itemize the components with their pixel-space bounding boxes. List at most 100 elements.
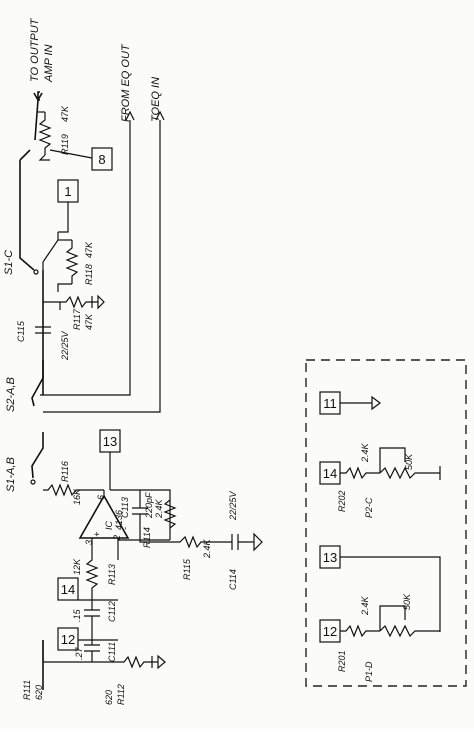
label-s1ab: S1-A,B (5, 457, 17, 492)
label-s1c: S1-C (3, 250, 15, 275)
wiper-p1d (379, 605, 406, 631)
op-amp-ic (78, 494, 130, 539)
switch-s1c (19, 240, 35, 271)
label-ic-sub: 4136 (114, 510, 124, 530)
wire-ic-inputs (91, 538, 119, 560)
label-p2c: P2-C (364, 497, 374, 518)
wire-from-eq-out (40, 120, 131, 396)
wire-to-eq-in (43, 120, 161, 413)
label-c113: C113 (120, 497, 130, 518)
label-c115: C115 (16, 320, 26, 342)
resistor-r201 (340, 624, 380, 638)
label-pin3: 3 (84, 540, 94, 545)
box-12-label: 12 (61, 632, 75, 647)
capacitor-c114 (231, 534, 239, 550)
label-c111-val: .27 (74, 646, 84, 660)
box-14-label: 14 (61, 582, 75, 597)
label-p1d: P1-D (364, 661, 374, 682)
resistor-r202 (340, 466, 380, 480)
label-r117: R117 (72, 308, 82, 330)
resistor-r112 (118, 655, 152, 669)
connector-box-12 (57, 627, 79, 651)
box-13-label: 13 (103, 434, 117, 449)
wire-out-head (37, 91, 40, 100)
wire-r117 (43, 301, 61, 310)
label-pin2: 2 (112, 535, 122, 541)
label-r113-val: 12K (72, 558, 82, 575)
potentiometer-p1d (379, 624, 440, 638)
label-c114: C114 (228, 569, 238, 590)
label-r118: R118 (84, 264, 94, 285)
label-c112: C112 (107, 601, 117, 622)
label-r111-val: 620 (34, 685, 44, 700)
label-r113: R113 (107, 564, 117, 585)
box-11-label: 11 (323, 396, 337, 411)
switch-arm-top (19, 149, 31, 161)
label-r116-val: 16K (72, 488, 82, 505)
ground-r112 (151, 654, 166, 670)
box-14-right-label: 14 (323, 466, 337, 481)
arrow-from-eq-out (125, 110, 135, 121)
wire-box-1 (58, 202, 69, 233)
arrow-to-eq-in (155, 110, 165, 121)
switch-s1c-contact (33, 269, 39, 275)
label-r112-val: 620 (104, 690, 114, 705)
wire-s1c-r118 (42, 232, 59, 270)
label-r116: R116 (60, 461, 70, 482)
label-r118-val: 47K (84, 241, 94, 258)
ground-r119 (38, 154, 50, 161)
resistor-r119 (38, 112, 52, 155)
connector-box-8 (91, 147, 113, 171)
connector-box-14 (57, 577, 79, 601)
wire-r111 (42, 640, 118, 663)
wire-r118-bottom (57, 283, 72, 292)
box-12-right-label: 12 (323, 624, 337, 639)
capacitor-c113 (132, 490, 148, 540)
wire-out (34, 99, 40, 141)
label-r115: R115 (182, 558, 192, 580)
switch-s1ab-contact (30, 479, 36, 485)
label-r114: R114 (142, 527, 152, 548)
box-8-label: 8 (98, 152, 105, 167)
label-s2ab: S2-A,B (5, 377, 17, 412)
label-c115-val: 22/25V (60, 330, 70, 361)
label-pin6: 6 (96, 495, 106, 500)
ground-r117 (91, 294, 105, 310)
potentiometer-p2c (379, 466, 440, 480)
wire-box-13-right (340, 556, 441, 632)
switch-s2ab (31, 360, 44, 407)
switch-s1ab (31, 432, 44, 479)
label-pin-plus: + (92, 532, 102, 537)
label-c114-val: 22/25V (228, 490, 238, 521)
label-c113-val: 220pF (144, 492, 154, 519)
label-r112: R112 (116, 684, 126, 705)
label-to-eq-in: TOEQ IN (150, 77, 162, 122)
resistor-r115 (139, 535, 232, 549)
label-r202-val: 2.4K (360, 442, 370, 463)
resistor-r116 (43, 483, 104, 497)
label-from-eq-out: FROM EQ OUT (120, 43, 132, 122)
resistor-r117 (60, 295, 92, 309)
label-to-output-2: AMP IN (43, 44, 55, 83)
capacitor-c112 (84, 600, 100, 630)
label-p2c-val: 50K (404, 453, 414, 470)
label-r111: R111 (22, 680, 32, 700)
wire-box-8 (49, 149, 93, 159)
capacitor-c115 (35, 326, 51, 334)
label-r115-val: 2.4K (202, 538, 212, 559)
label-r201: R201 (337, 650, 347, 672)
label-r119-val: 47K (60, 105, 70, 122)
label-r202: R202 (337, 490, 347, 512)
label-r119: R119 (60, 134, 70, 155)
capacitor-c111 (84, 630, 100, 662)
resistor-r118 (65, 240, 79, 284)
box-13-right-label: 13 (323, 550, 337, 565)
label-pin-minus: - (120, 527, 130, 530)
label-p1d-val: 50K (402, 593, 412, 610)
label-ic: IC (104, 520, 114, 530)
label-r114-val: 2.4K (154, 498, 164, 519)
label-r201-val: 2.4K (360, 595, 370, 616)
resistor-r113 (85, 555, 99, 600)
wire-feedback-top (110, 489, 171, 540)
